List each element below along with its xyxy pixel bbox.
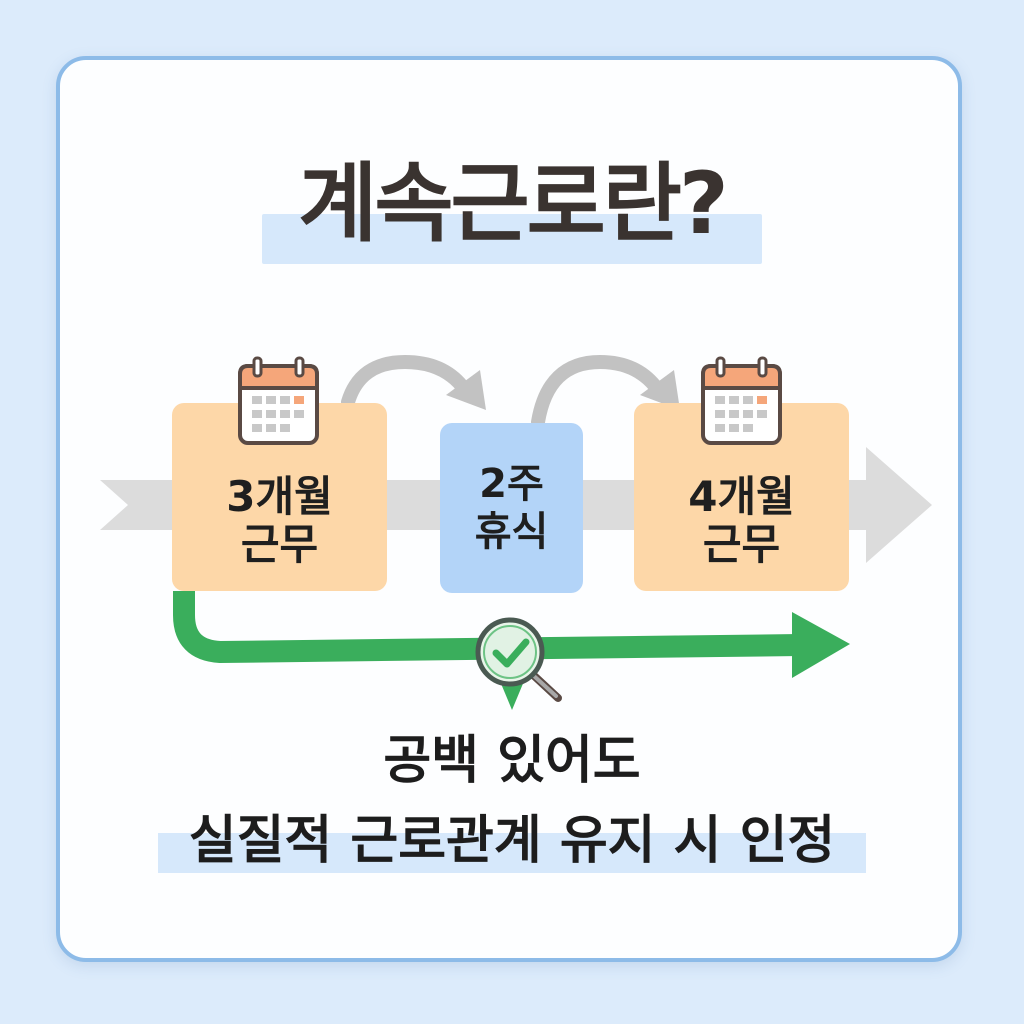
curved-arrow-1-head	[446, 370, 486, 410]
curved-arrow-2	[531, 354, 665, 429]
calendar-icon	[701, 356, 782, 445]
stage-3-label: 근무	[702, 520, 781, 569]
timeline-arrow	[100, 480, 172, 530]
stage-2-label: 휴식	[474, 509, 549, 555]
title-area: 계속근로란?	[0, 144, 1024, 264]
footer-line-1-wrap: 공백 있어도	[0, 728, 1024, 794]
calendar-icon	[238, 356, 319, 445]
timeline-arrow-head	[849, 447, 932, 563]
page-title: 계속근로란?	[298, 154, 728, 254]
footer-line-1: 공백 있어도	[383, 731, 641, 791]
continuity-arrow	[173, 591, 801, 664]
title-highlight	[262, 214, 762, 264]
stage-1-duration: 3개월	[226, 472, 333, 521]
stage-3-duration: 4개월	[688, 472, 795, 521]
stage-2-duration: 2주	[479, 461, 544, 507]
timeline-band-1	[387, 480, 440, 530]
stage-box-rest: 2주 휴식	[440, 423, 583, 593]
footer-highlight	[158, 833, 866, 873]
curved-arrow-1	[341, 354, 472, 409]
magnifier-check-icon	[475, 617, 562, 702]
continuity-arrow-head	[792, 612, 850, 678]
curved-arrow-2-head	[640, 370, 680, 410]
footer-line-2: 실질적 근로관계 유지 시 인정	[188, 811, 836, 871]
timeline-band-2	[583, 480, 634, 530]
stage-1-label: 근무	[240, 520, 319, 569]
footer-line-2-wrap: 실질적 근로관계 유지 시 인정	[0, 806, 1024, 876]
